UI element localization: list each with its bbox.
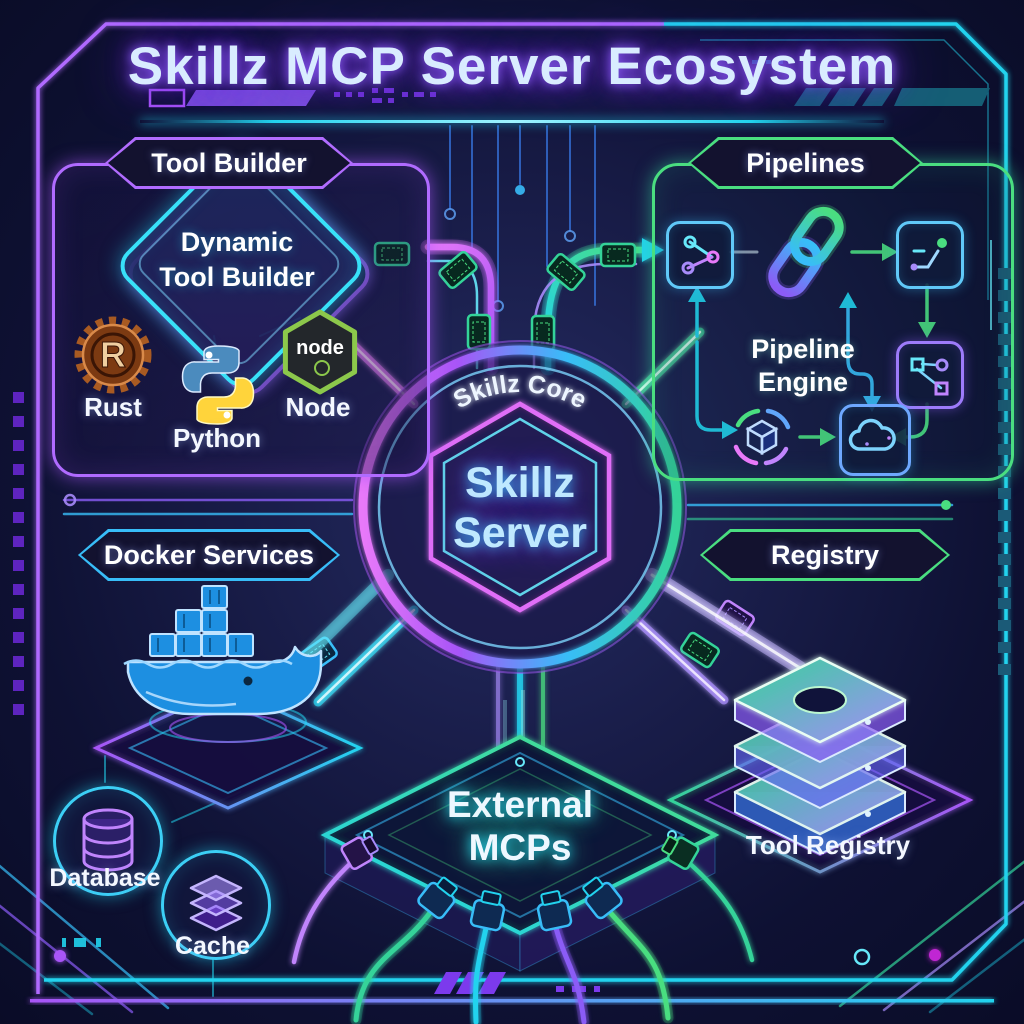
rust-label: Rust bbox=[84, 392, 142, 422]
external-cables bbox=[291, 835, 755, 1024]
python-label: Python bbox=[172, 423, 262, 453]
chain-link-icon bbox=[746, 192, 866, 312]
right-square-column bbox=[998, 268, 1011, 675]
external-line1: External bbox=[446, 784, 593, 825]
database-node bbox=[53, 786, 163, 896]
tool-registry-label: Tool Registry bbox=[745, 830, 911, 860]
registry-header: Registry bbox=[700, 529, 950, 581]
pipeline-engine-label: Pipeline Engine bbox=[703, 333, 903, 399]
page-title: Skillz MCP Server Ecosystem bbox=[127, 37, 897, 96]
docker-services-header: Docker Services bbox=[78, 529, 340, 581]
database-label: Database bbox=[49, 864, 161, 892]
hex-fill bbox=[81, 532, 337, 578]
node-label: Node bbox=[285, 392, 351, 422]
cloud-deploy-icon bbox=[839, 404, 911, 476]
hex-fill bbox=[108, 140, 350, 186]
package-cycle-icon bbox=[724, 399, 800, 475]
cache-node bbox=[161, 850, 271, 960]
rust-letter: R bbox=[100, 334, 126, 375]
pipelines-title: Pipelines bbox=[746, 147, 865, 178]
dtb-line2: Tool Builder bbox=[159, 262, 315, 292]
frame-decorations bbox=[13, 60, 1011, 994]
engine-line2: Engine bbox=[757, 367, 848, 397]
flow-steps-icon bbox=[896, 221, 964, 289]
tool-builder-title: Tool Builder bbox=[151, 147, 307, 178]
registry-stack-icon bbox=[733, 656, 907, 855]
cache-icon bbox=[189, 874, 243, 932]
node-logo-text: node bbox=[296, 337, 344, 359]
server-line1: Skillz bbox=[465, 459, 575, 507]
left-square-column bbox=[13, 392, 24, 715]
usb-connector-icon bbox=[340, 835, 700, 932]
engine-line1: Pipeline bbox=[751, 334, 855, 364]
title-underline bbox=[140, 120, 884, 123]
hex-fill bbox=[703, 532, 947, 578]
circuit-traces bbox=[0, 125, 1024, 1016]
graph-nodes-icon bbox=[896, 341, 964, 409]
branch-icon bbox=[666, 221, 734, 289]
database-icon bbox=[82, 808, 134, 872]
rust-icon: R bbox=[71, 313, 155, 397]
registry-title: Registry bbox=[770, 539, 880, 570]
external-mcps-label: External MCPs bbox=[410, 783, 630, 869]
dtb-line1: Dynamic bbox=[180, 227, 294, 257]
external-line2: MCPs bbox=[468, 827, 572, 868]
tool-builder-header: Tool Builder bbox=[105, 137, 353, 189]
docker-whale-icon bbox=[118, 584, 330, 734]
node-icon: node bbox=[277, 309, 363, 395]
server-line2: Server bbox=[453, 509, 587, 557]
skillz-server-label: Skillz Server bbox=[395, 458, 645, 558]
skillz-core-ring: Skillz Core bbox=[284, 325, 807, 749]
python-icon bbox=[174, 341, 262, 429]
core-hexagon bbox=[428, 401, 612, 613]
hex-fill bbox=[691, 140, 920, 186]
pipelines-header: Pipelines bbox=[688, 137, 923, 189]
dynamic-tool-builder-label: Dynamic Tool Builder bbox=[117, 225, 357, 295]
docker-services-title: Docker Services bbox=[103, 539, 315, 570]
cache-label: Cache bbox=[174, 932, 251, 960]
